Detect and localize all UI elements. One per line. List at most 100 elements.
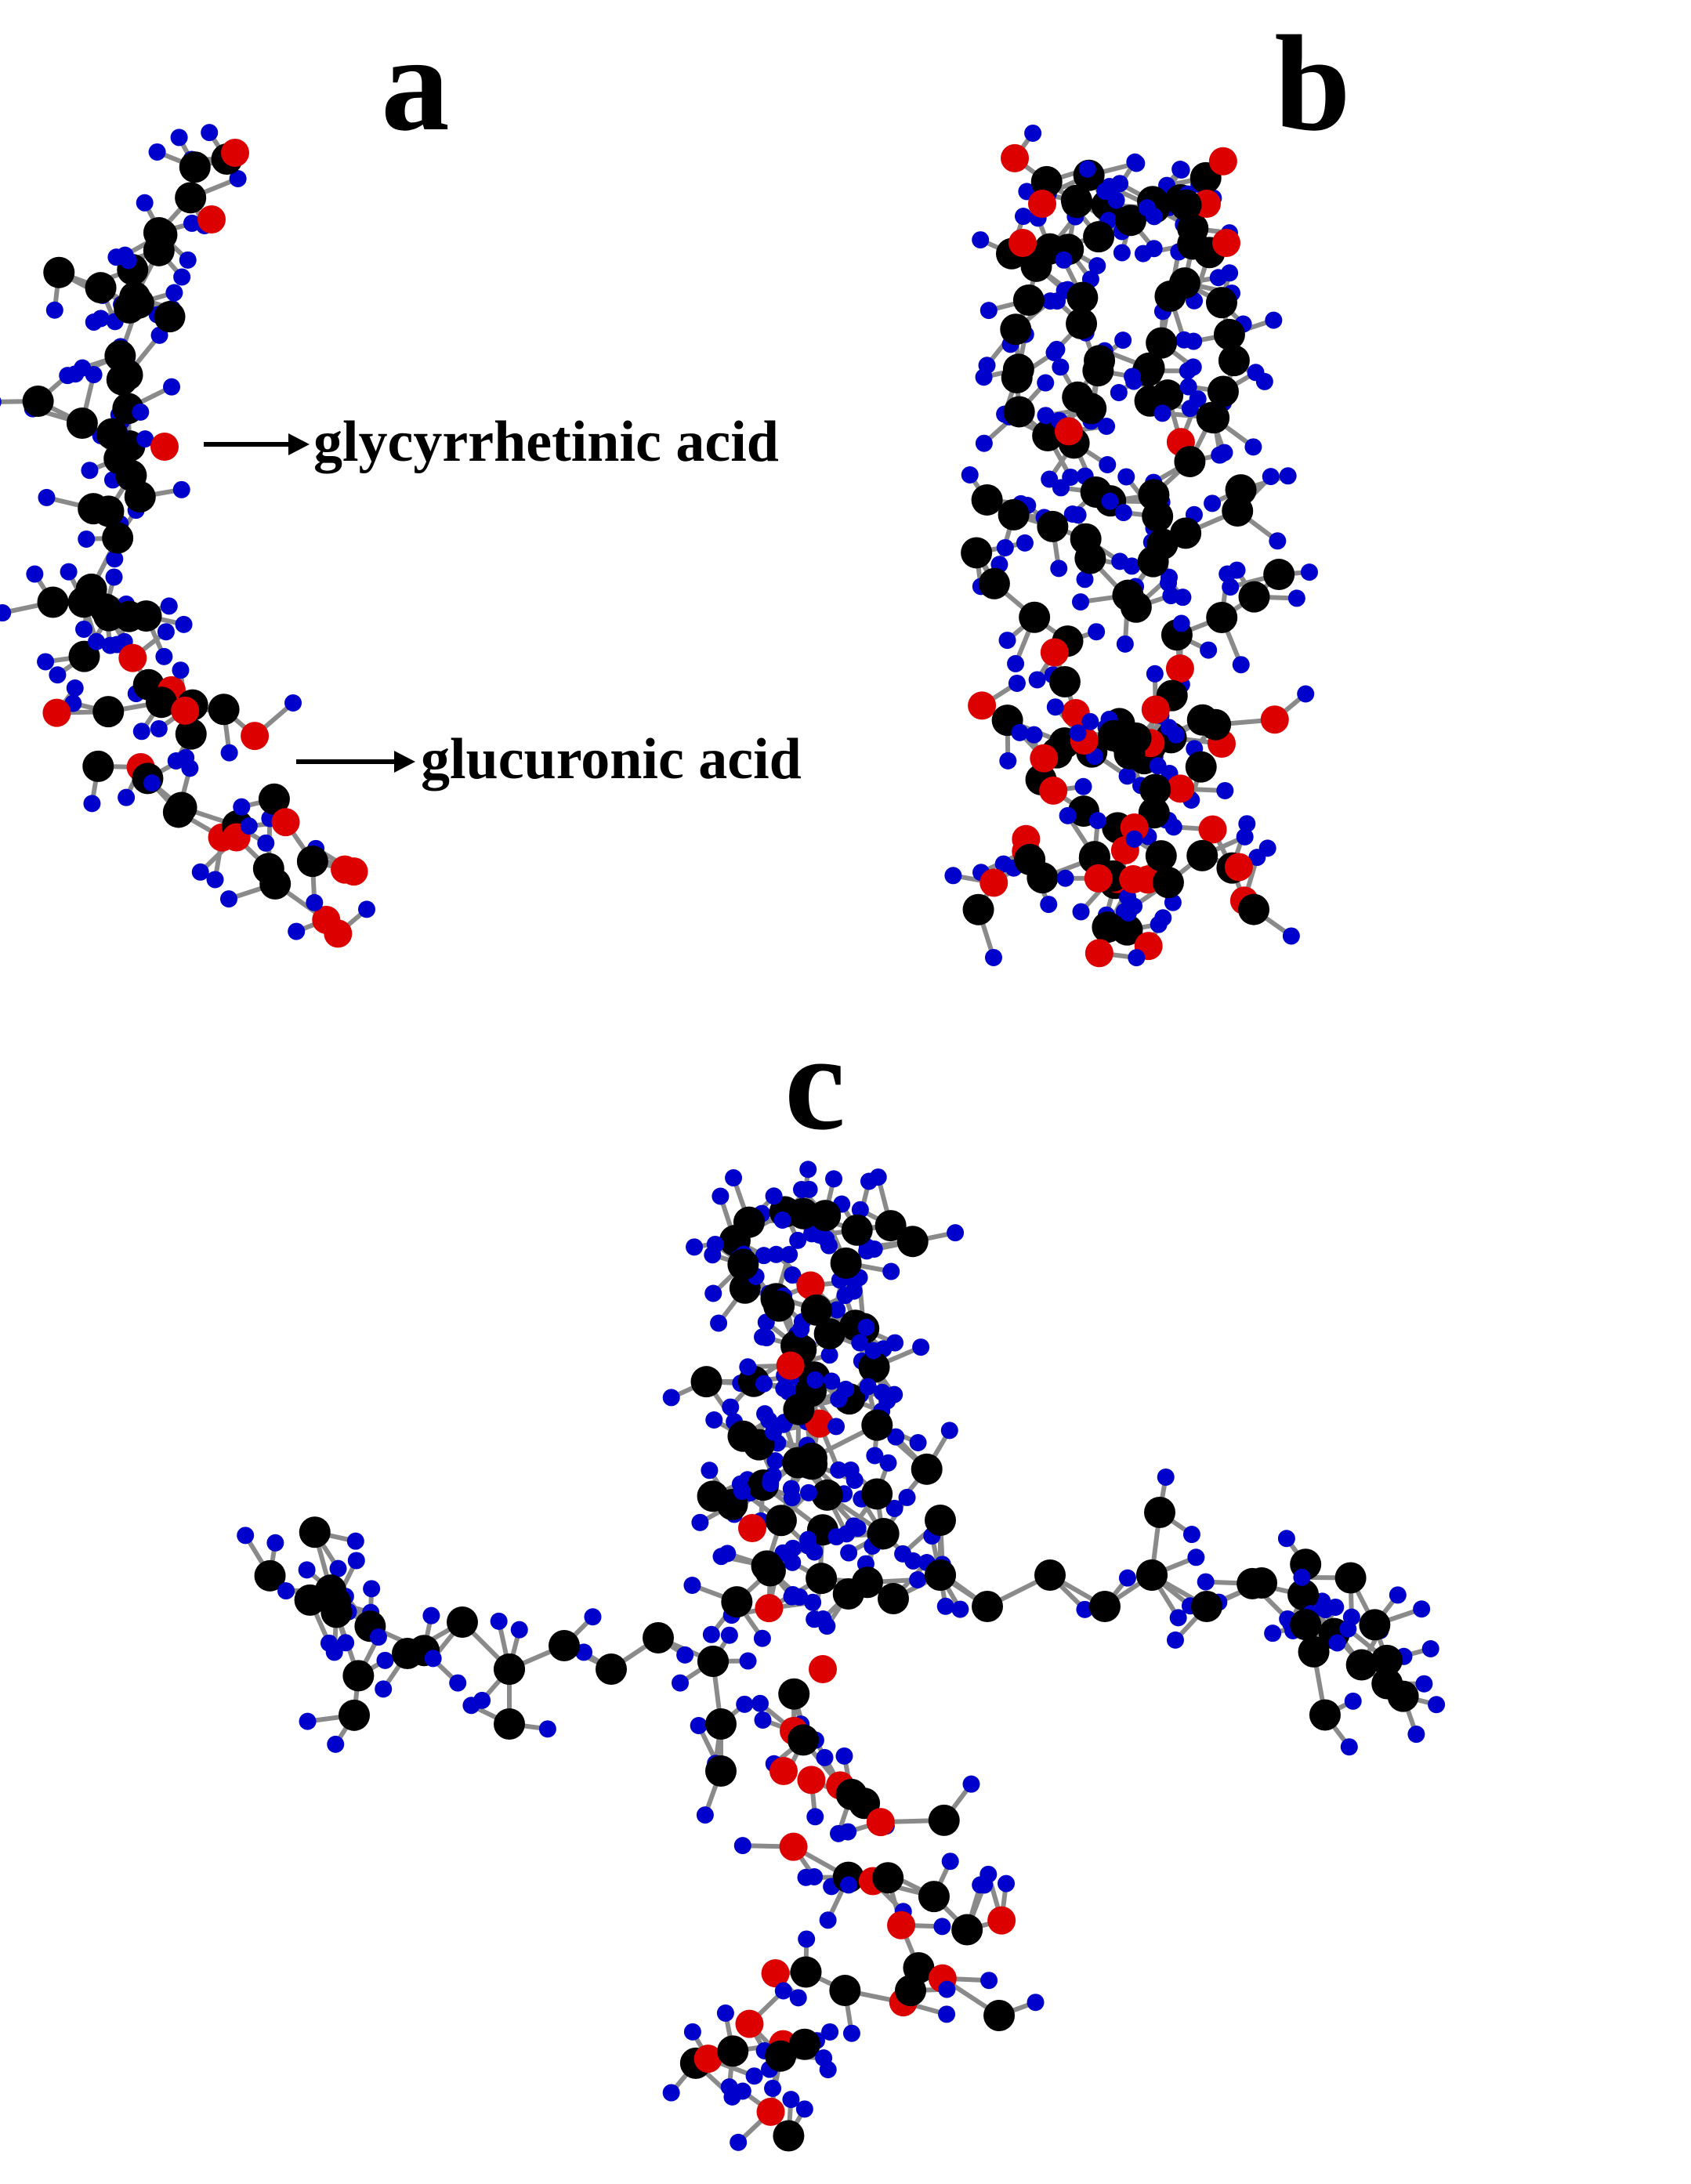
carbon-atom bbox=[851, 1566, 883, 1599]
hydrogen-atom bbox=[944, 867, 962, 885]
oxygen-atom bbox=[1028, 190, 1056, 218]
carbon-atom bbox=[1092, 911, 1124, 944]
carbon-atom bbox=[259, 867, 291, 900]
hydrogen-atom bbox=[702, 1625, 720, 1643]
hydrogen-atom bbox=[306, 893, 324, 911]
carbon-atom bbox=[1145, 840, 1177, 872]
hydrogen-atom bbox=[329, 1559, 347, 1577]
carbon-atom bbox=[721, 1586, 753, 1618]
hydrogen-atom bbox=[1179, 378, 1197, 396]
hydrogen-atom bbox=[1153, 404, 1171, 422]
hydrogen-atom bbox=[758, 1329, 776, 1347]
oxygen-atom bbox=[1260, 705, 1289, 734]
hydrogen-atom bbox=[784, 1585, 802, 1603]
hydrogen-atom bbox=[701, 1461, 719, 1480]
hydrogen-atom bbox=[725, 1169, 743, 1187]
carbon-atom bbox=[85, 272, 117, 304]
hydrogen-atom bbox=[1052, 479, 1070, 497]
oxygen-atom bbox=[1001, 143, 1030, 172]
hydrogen-atom bbox=[818, 1617, 836, 1635]
carbon-atom bbox=[392, 1638, 423, 1669]
carbon-atom bbox=[1290, 1609, 1322, 1641]
hydrogen-atom bbox=[1238, 815, 1256, 833]
hydrogen-atom bbox=[1149, 757, 1167, 775]
carbon-atom bbox=[1001, 361, 1033, 393]
hydrogen-atom bbox=[284, 694, 302, 712]
carbon-atom bbox=[861, 1409, 893, 1441]
hydrogen-atom bbox=[0, 604, 12, 622]
oxygen-atom bbox=[1054, 417, 1083, 446]
hydrogen-atom bbox=[325, 1643, 343, 1661]
carbon-atom bbox=[1186, 704, 1218, 736]
hydrogen-atom bbox=[298, 1561, 316, 1579]
hydrogen-atom bbox=[462, 1697, 480, 1715]
hydrogen-atom bbox=[879, 1454, 897, 1472]
hydrogen-atom bbox=[191, 863, 209, 881]
hydrogen-atom bbox=[1328, 1634, 1346, 1652]
hydrogen-atom bbox=[825, 1170, 843, 1188]
hydrogen-atom bbox=[1160, 574, 1178, 592]
carbon-atom bbox=[22, 385, 54, 417]
carbon-atom bbox=[1196, 401, 1228, 433]
hydrogen-atom bbox=[739, 1358, 757, 1376]
hydrogen-atom bbox=[823, 1372, 841, 1390]
glucuronic-arrow bbox=[296, 751, 415, 773]
carbon-atom bbox=[778, 1678, 810, 1710]
carbon-atom bbox=[1238, 893, 1270, 925]
carbon-atom bbox=[1062, 381, 1094, 413]
hydrogen-atom bbox=[1179, 362, 1197, 380]
carbon-atom bbox=[861, 1478, 893, 1510]
hydrogen-atom bbox=[839, 1876, 857, 1894]
carbon-atom bbox=[697, 1646, 729, 1677]
hydrogen-atom bbox=[107, 248, 125, 266]
carbon-atom bbox=[1144, 1497, 1175, 1528]
carbon-atom bbox=[998, 498, 1030, 531]
hydrogen-atom bbox=[1262, 468, 1280, 486]
hydrogen-atom bbox=[1216, 781, 1234, 799]
hydrogen-atom bbox=[733, 2082, 751, 2100]
carbon-atom bbox=[114, 292, 146, 324]
hydrogen-atom bbox=[662, 1389, 680, 1407]
hydrogen-atom bbox=[799, 1483, 817, 1501]
carbon-atom bbox=[146, 686, 178, 719]
hydrogen-atom bbox=[774, 1982, 792, 2000]
hydrogen-atom bbox=[745, 2067, 763, 2085]
hydrogen-atom bbox=[712, 1548, 730, 1566]
carbon-atom bbox=[727, 1248, 759, 1280]
carbon-atom bbox=[1168, 267, 1200, 299]
oxygen-atom bbox=[987, 1906, 1016, 1935]
oxygen-atom bbox=[738, 1514, 766, 1542]
hydrogen-atom bbox=[764, 2079, 782, 2097]
hydrogen-atom bbox=[979, 302, 998, 320]
hydrogen-atom bbox=[979, 1865, 998, 1883]
hydrogen-atom bbox=[136, 430, 154, 448]
oxygen-atom bbox=[779, 1832, 808, 1861]
hydrogen-atom bbox=[78, 530, 96, 548]
hydrogen-atom bbox=[837, 1380, 855, 1398]
hydrogen-atom bbox=[815, 2049, 833, 2067]
hydrogen-atom bbox=[155, 647, 173, 665]
hydrogen-atom bbox=[38, 488, 56, 506]
carbon-atom bbox=[143, 234, 175, 266]
carbon-atom bbox=[1298, 1635, 1330, 1668]
oxygen-atom bbox=[968, 691, 997, 720]
hydrogen-atom bbox=[337, 1634, 355, 1652]
hydrogen-atom bbox=[1069, 506, 1087, 524]
hydrogen-atom bbox=[886, 1334, 904, 1352]
carbon-atom bbox=[1263, 559, 1295, 591]
carbon-atom bbox=[103, 443, 136, 475]
hydrogen-atom bbox=[806, 1808, 824, 1826]
hydrogen-atom bbox=[765, 1187, 783, 1205]
hydrogen-atom bbox=[66, 679, 84, 697]
oxygen-atom bbox=[1166, 774, 1195, 803]
hydrogen-atom bbox=[865, 1240, 883, 1258]
hydrogen-atom bbox=[1118, 1569, 1136, 1587]
hydrogen-atom bbox=[347, 1552, 365, 1570]
hydrogen-atom bbox=[975, 434, 993, 452]
carbon-atom bbox=[130, 600, 162, 632]
hydrogen-atom bbox=[172, 480, 190, 498]
hydrogen-atom bbox=[938, 2005, 956, 2023]
hydrogen-atom bbox=[961, 466, 979, 484]
carbon-atom bbox=[179, 151, 211, 183]
hydrogen-atom bbox=[1339, 1620, 1357, 1638]
